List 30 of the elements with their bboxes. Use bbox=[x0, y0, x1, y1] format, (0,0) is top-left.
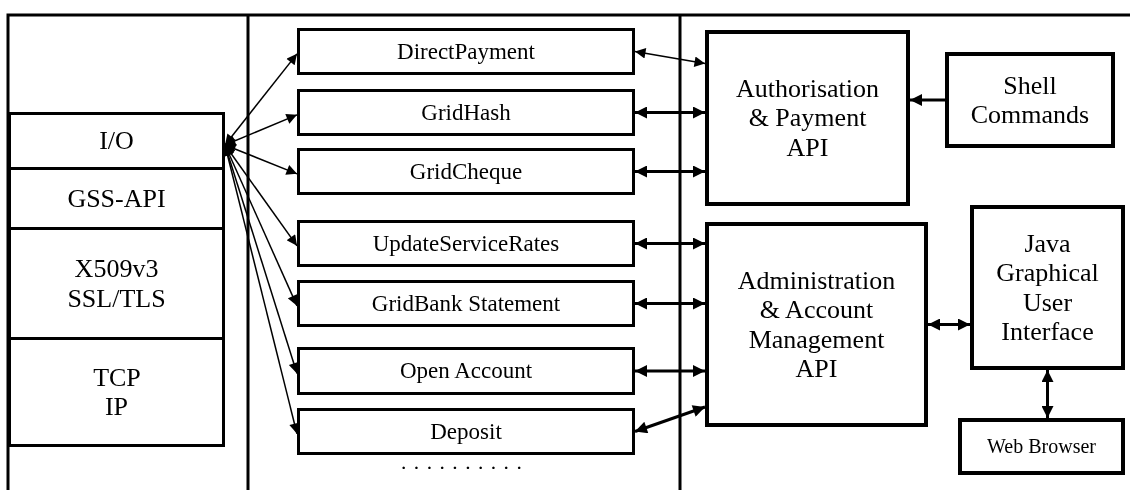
component-box: Java Graphical User Interface bbox=[970, 205, 1125, 370]
arrow bbox=[224, 144, 298, 175]
service-box: GridCheque bbox=[297, 148, 635, 195]
component-box: Web Browser bbox=[958, 418, 1125, 475]
service-box: UpdateServiceRates bbox=[297, 220, 635, 267]
arrow bbox=[635, 106, 705, 119]
service-box: Open Account bbox=[297, 347, 635, 395]
protocol-layer-box: GSS-API bbox=[8, 167, 225, 230]
arrow bbox=[1041, 370, 1054, 418]
arrow bbox=[910, 94, 945, 106]
service-box: GridBank Statement bbox=[297, 280, 635, 327]
service-box: GridHash bbox=[297, 89, 635, 136]
service-box: Deposit bbox=[297, 408, 635, 455]
arrow bbox=[635, 237, 705, 250]
arrow bbox=[224, 114, 298, 146]
protocol-layer-box: X509v3 SSL/TLS bbox=[8, 227, 225, 340]
arrow bbox=[634, 48, 706, 67]
component-box: Shell Commands bbox=[945, 52, 1115, 148]
protocol-layer-box: I/O bbox=[8, 112, 225, 170]
arrow bbox=[635, 165, 705, 178]
protocol-layer-box: TCP IP bbox=[8, 337, 225, 447]
component-box: Authorisation & Payment API bbox=[705, 30, 910, 206]
arrow bbox=[635, 297, 705, 310]
ellipsis-dots: · · · · · · · · · · bbox=[400, 455, 523, 481]
component-box: Administration & Account Management API bbox=[705, 222, 928, 427]
arrow bbox=[928, 318, 970, 331]
service-box: DirectPayment bbox=[297, 28, 635, 75]
arrow bbox=[634, 405, 706, 434]
arrow bbox=[635, 365, 705, 377]
arrow bbox=[224, 53, 298, 146]
